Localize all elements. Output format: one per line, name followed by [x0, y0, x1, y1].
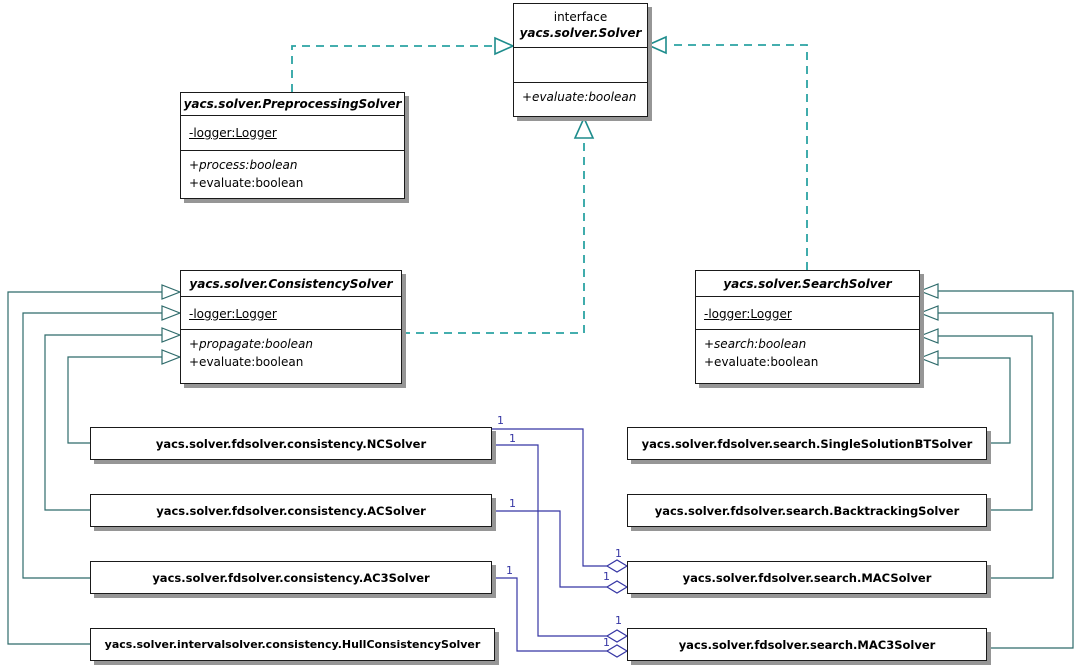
class-box-acsolver: yacs.solver.fdsolver.consistency.ACSolve…: [90, 494, 492, 527]
class-name: yacs.solver.fdsolver.consistency.ACSolve…: [156, 503, 426, 518]
multiplicity-label: 1: [509, 497, 516, 510]
methods-compartment: +search:boolean +evaluate:boolean: [696, 329, 919, 383]
method-search: +search:boolean: [704, 337, 807, 351]
generalization-ac3solver: [22, 305, 182, 579]
attribute-logger: -logger:Logger: [189, 307, 277, 321]
class-name: yacs.solver.fdsolver.search.MACSolver: [682, 570, 932, 585]
generalization-acsolver: [44, 327, 182, 511]
class-name: yacs.solver.fdsolver.consistency.AC3Solv…: [152, 570, 430, 585]
attributes-compartment: -logger:Logger: [181, 115, 404, 150]
attribute-logger: -logger:Logger: [704, 307, 792, 321]
generalization-ncsolver: [67, 349, 182, 444]
methods-compartment: +propagate:boolean +evaluate:boolean: [181, 329, 401, 383]
method-process: +process:boolean: [189, 158, 298, 172]
class-name: yacs.solver.Solver: [519, 26, 642, 40]
multiplicity-label: 1: [509, 432, 516, 445]
class-box-solver-interface: interface yacs.solver.Solver +evaluate:b…: [513, 3, 648, 117]
attributes-compartment: -logger:Logger: [696, 296, 919, 329]
class-box-macsolver: yacs.solver.fdsolver.search.MACSolver: [627, 561, 987, 594]
multiplicity-label: 1: [497, 414, 504, 427]
attributes-compartment: [514, 47, 647, 82]
method-evaluate: +evaluate:boolean: [522, 90, 637, 104]
class-box-ncsolver: yacs.solver.fdsolver.consistency.NCSolve…: [90, 427, 492, 460]
attribute-logger: -logger:Logger: [189, 126, 277, 140]
class-name: yacs.solver.fdsolver.consistency.NCSolve…: [155, 436, 427, 451]
method-evaluate: +evaluate:boolean: [189, 355, 304, 369]
aggregation-ac3solver-mac3solver: [492, 577, 629, 658]
class-box-backtrackingsolver: yacs.solver.fdsolver.search.Backtracking…: [627, 494, 987, 527]
aggregation-ncsolver-macsolver: [492, 428, 629, 573]
multiplicity-label: 1: [603, 570, 610, 583]
aggregation-ncsolver-mac3solver: [492, 444, 629, 643]
class-box-ac3solver: yacs.solver.fdsolver.consistency.AC3Solv…: [90, 561, 492, 594]
multiplicity-label: 1: [615, 614, 622, 627]
multiplicity-label: 1: [615, 547, 622, 560]
class-name: yacs.solver.ConsistencySolver: [189, 276, 393, 291]
realization-consistencysolver-to-solver: [402, 116, 595, 334]
methods-compartment: +process:boolean +evaluate:boolean: [181, 150, 404, 198]
stereotype-label: interface: [553, 10, 608, 24]
class-name: yacs.solver.PreprocessingSolver: [183, 97, 402, 111]
multiplicity-label: 1: [603, 636, 610, 649]
class-name: yacs.solver.intervalsolver.consistency.H…: [104, 638, 481, 651]
class-box-consistency-solver: yacs.solver.ConsistencySolver -logger:Lo…: [180, 270, 402, 384]
title-compartment: interface yacs.solver.Solver: [514, 4, 647, 47]
method-evaluate: +evaluate:boolean: [704, 355, 819, 369]
methods-compartment: +evaluate:boolean: [514, 82, 647, 116]
class-name: yacs.solver.fdsolver.search.MAC3Solver: [678, 637, 936, 652]
class-name: yacs.solver.SearchSolver: [723, 276, 892, 291]
generalization-backtrackingsolver: [918, 328, 1033, 511]
realization-preprocessing-to-solver: [291, 36, 515, 92]
title-compartment: yacs.solver.ConsistencySolver: [181, 271, 401, 296]
class-box-hullconsistencysolver: yacs.solver.intervalsolver.consistency.H…: [90, 628, 495, 661]
class-box-search-solver: yacs.solver.SearchSolver -logger:Logger …: [695, 270, 920, 384]
generalization-mac3solver: [918, 283, 1074, 649]
attributes-compartment: -logger:Logger: [181, 296, 401, 329]
method-propagate: +propagate:boolean: [189, 337, 313, 351]
class-name: yacs.solver.fdsolver.search.SingleSoluti…: [641, 436, 973, 451]
method-evaluate: +evaluate:boolean: [189, 176, 304, 190]
generalization-macsolver: [918, 305, 1054, 579]
aggregation-acsolver-macsolver: [492, 510, 629, 594]
generalization-singlesolutionbtsolver: [918, 350, 1011, 444]
class-box-mac3solver: yacs.solver.fdsolver.search.MAC3Solver: [627, 628, 987, 661]
title-compartment: yacs.solver.PreprocessingSolver: [181, 93, 404, 115]
generalization-hullconsistencysolver: [7, 284, 182, 645]
realization-searchsolver-to-solver: [646, 35, 808, 270]
multiplicity-label: 1: [506, 564, 513, 577]
class-box-preprocessing-solver: yacs.solver.PreprocessingSolver -logger:…: [180, 92, 405, 199]
title-compartment: yacs.solver.SearchSolver: [696, 271, 919, 296]
class-name: yacs.solver.fdsolver.search.Backtracking…: [654, 503, 960, 518]
class-box-singlesolutionbtsolver: yacs.solver.fdsolver.search.SingleSoluti…: [627, 427, 987, 460]
